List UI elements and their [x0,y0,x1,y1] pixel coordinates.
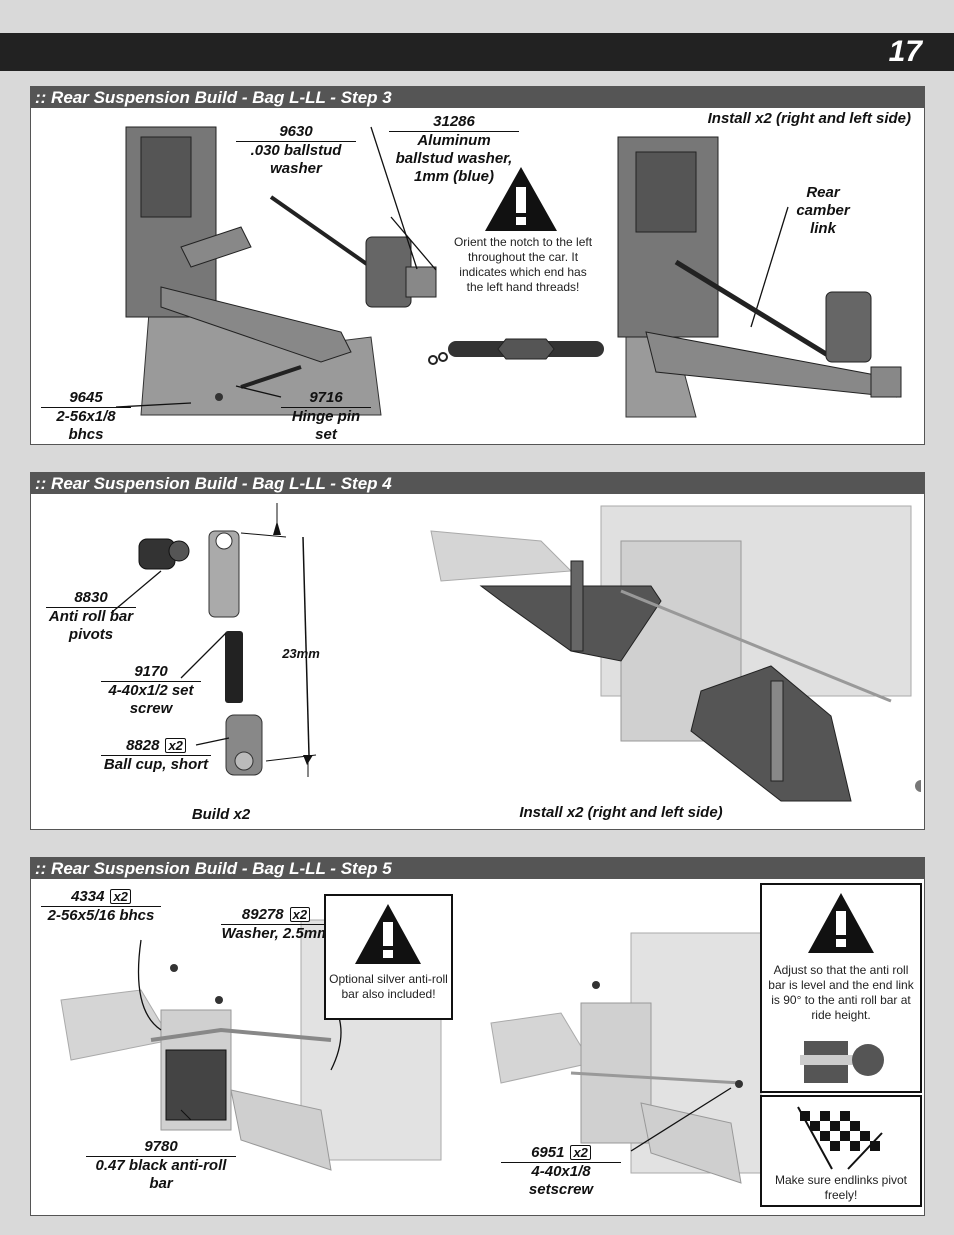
label-9780: 9780 0.47 black anti-roll bar [86,1138,236,1193]
checkered-flag-icon [797,1106,883,1170]
label-9630: 9630 .030 ballstud washer [236,123,356,178]
step4-build-note: Build x2 [191,806,251,823]
label-8830: 8830 Anti roll bar pivots [46,589,136,644]
adjust-note-text: Adjust so that the anti roll bar is leve… [768,963,914,1022]
label-9170: 9170 4-40x1/2 set screw [101,663,201,718]
step3-right-illustration [617,136,902,418]
warning-triangle-icon [485,167,557,231]
step4-panel: :: Rear Suspension Build - Bag L-LL - St… [30,472,925,830]
qty-badge: x2 [165,738,186,753]
anti-roll-bar-level-icon [800,1041,884,1083]
pivot-note-box: Make sure endlinks pivot freely! [760,1095,922,1207]
warning-triangle-icon [808,893,874,953]
top-margin [0,0,954,33]
page-header-bar: 17 [0,33,954,71]
step5-left-illustration [60,919,442,1171]
label-9716: 9716 Hinge pin set [281,389,371,444]
label-9645: 9645 2-56x1/8 bhcs [41,389,131,444]
optional-note-box: Optional silver anti-roll bar also inclu… [324,894,453,1020]
qty-badge: x2 [570,1145,591,1160]
step3-panel: :: Rear Suspension Build - Bag L-LL - St… [30,86,925,445]
warning-triangle-icon [355,904,421,964]
step4-title-bar: :: Rear Suspension Build - Bag L-LL - St… [31,473,924,494]
step3-title: :: Rear Suspension Build - Bag L-LL - St… [35,88,392,107]
step5-right-illustration [490,932,762,1184]
rear-camber-link-label: Rear camber link [796,184,850,237]
step5-title-bar: :: Rear Suspension Build - Bag L-LL - St… [31,858,924,879]
pivot-note-text: Make sure endlinks pivot freely! [774,1173,908,1202]
step5-title: :: Rear Suspension Build - Bag L-LL - St… [35,859,392,878]
page-number: 17 [888,35,922,68]
adjust-note-box: Adjust so that the anti roll bar is leve… [760,883,922,1093]
dimension-23mm: 23mm [282,646,320,661]
step3-install-note: Install x2 (right and left side) [707,110,911,127]
step3-left-illustration [125,126,448,416]
label-31286: 31286 Aluminum ballstud washer, 1mm (blu… [389,113,519,186]
step4-title: :: Rear Suspension Build - Bag L-LL - St… [35,474,392,493]
step3-title-bar: :: Rear Suspension Build - Bag L-LL - St… [31,87,924,108]
optional-note-text: Optional silver anti-roll bar also inclu… [329,972,448,1001]
step5-panel: :: Rear Suspension Build - Bag L-LL - St… [30,857,925,1216]
step4-install-note: Install x2 (right and left side) [519,804,723,821]
turnbuckle-icon [448,338,604,360]
step3-leader-lines [115,126,789,408]
qty-badge: x2 [110,889,131,904]
step4-chassis-illustration [430,505,921,802]
step4-parts-illustration [110,503,317,777]
qty-badge: x2 [289,907,311,922]
notch-warning-text: Orient the notch to the left throughout … [453,235,593,294]
